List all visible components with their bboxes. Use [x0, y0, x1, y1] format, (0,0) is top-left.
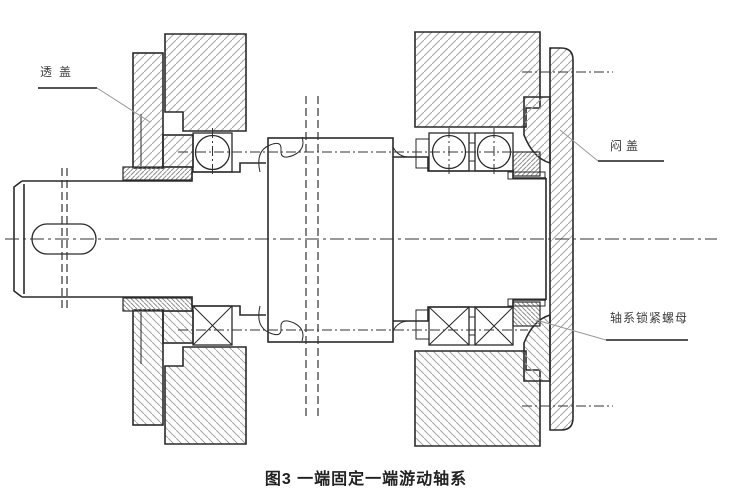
- lock-washer: [507, 171, 546, 180]
- shaft-sleeve: [122, 166, 193, 181]
- lock-nut-label: 轴系锁紧螺母: [610, 310, 688, 325]
- callout-right-cover: 闷盖: [559, 129, 664, 162]
- right-cover-label: 闷盖: [610, 138, 642, 153]
- left-bearing-bottom-symbol: [192, 305, 233, 346]
- right-bore-spacer-ring: [415, 138, 430, 169]
- callout-left-cover: 透盖: [38, 65, 151, 123]
- right-housing-block: [414, 31, 541, 128]
- left-housing-block: [164, 33, 247, 132]
- left-cover-flange: [132, 52, 164, 169]
- right-cover-leader-line: [559, 129, 599, 162]
- shaft-break-squiggle: [258, 136, 304, 173]
- left-cover-leader-line: [96, 87, 151, 123]
- figure-caption: 图3 一端固定一端游动轴系: [265, 469, 467, 488]
- section-parts-top-half: [122, 31, 551, 181]
- section-parts-bottom-half: [122, 297, 551, 447]
- bearing-spacer: [468, 132, 476, 144]
- lock-nut-leader-line: [535, 319, 607, 341]
- right-bearing-bottom-symbols: [428, 306, 514, 346]
- left-cover-spigot: [162, 134, 194, 168]
- left-cover-label: 透盖: [40, 65, 78, 79]
- bearing-spacer: [468, 160, 476, 172]
- callout-lock-nut: 轴系锁紧螺母: [535, 310, 688, 341]
- shaft-center-section: [267, 137, 394, 343]
